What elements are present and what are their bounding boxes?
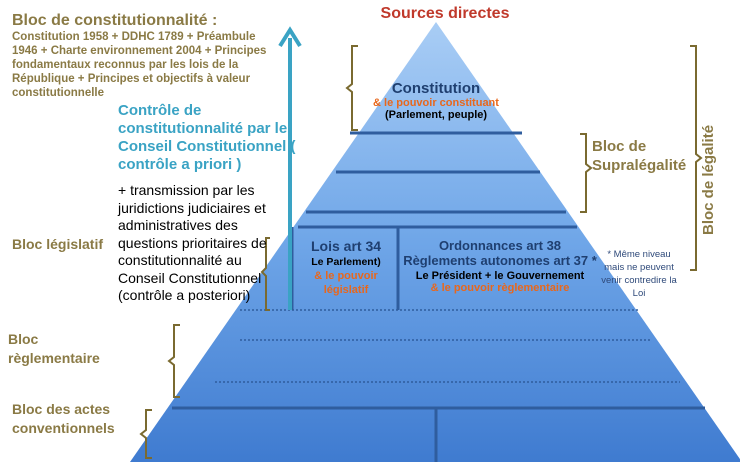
bloc-reglementaire: Bloc règlementaire — [8, 331, 100, 366]
constitution-title: Constitution — [391, 80, 481, 97]
bloc-legalite: Bloc de légalité — [700, 124, 717, 235]
bloc-constitutionnalite: Bloc de constitutionnalité : Constitutio… — [12, 12, 272, 100]
lois-block: Lois art 34 Le Parlement) & le pouvoir l… — [296, 238, 396, 298]
ordonnances-power: & le pouvoir règlementaire — [430, 282, 570, 294]
lois-who: Le Parlement) — [311, 256, 381, 268]
note-meme-niveau: * Même niveau mais ne peuvent venir cont… — [601, 249, 677, 299]
ordonnances-title: Ordonnances art 38 — [438, 238, 562, 253]
constitution-who: (Parlement, peuple) — [384, 109, 488, 121]
bloc-supralegalite: Bloc de Supralégalité — [592, 138, 687, 174]
reglements-title: Règlements autonomes art 37 * — [403, 253, 597, 268]
controle-a-priori: Contrôle de constitutionnalité par le Co… — [118, 102, 296, 173]
lois-title: Lois art 34 — [310, 238, 382, 254]
controle-a-posteriori: + transmission par les juridictions judi… — [118, 182, 267, 303]
pyramid — [130, 22, 740, 462]
bloc-actes-conventionnels: Bloc des actes conventionnels — [12, 401, 115, 436]
bloc-legislatif: Bloc législatif — [12, 236, 104, 252]
ordonnances-block: Ordonnances art 38 Règlements autonomes … — [395, 238, 605, 294]
title: Sources directes — [380, 5, 510, 22]
lois-power: & le pouvoir législatif — [314, 270, 378, 296]
heading: Bloc de constitutionnalité : — [12, 12, 218, 29]
ordonnances-who: Le Président + le Gouvernement — [415, 270, 585, 282]
body: Constitution 1958 + DDHC 1789 + Préambul… — [12, 31, 267, 99]
constitution-block: Constitution & le pouvoir constituant (P… — [356, 80, 516, 121]
constitution-sub: & le pouvoir constituant — [373, 97, 499, 109]
